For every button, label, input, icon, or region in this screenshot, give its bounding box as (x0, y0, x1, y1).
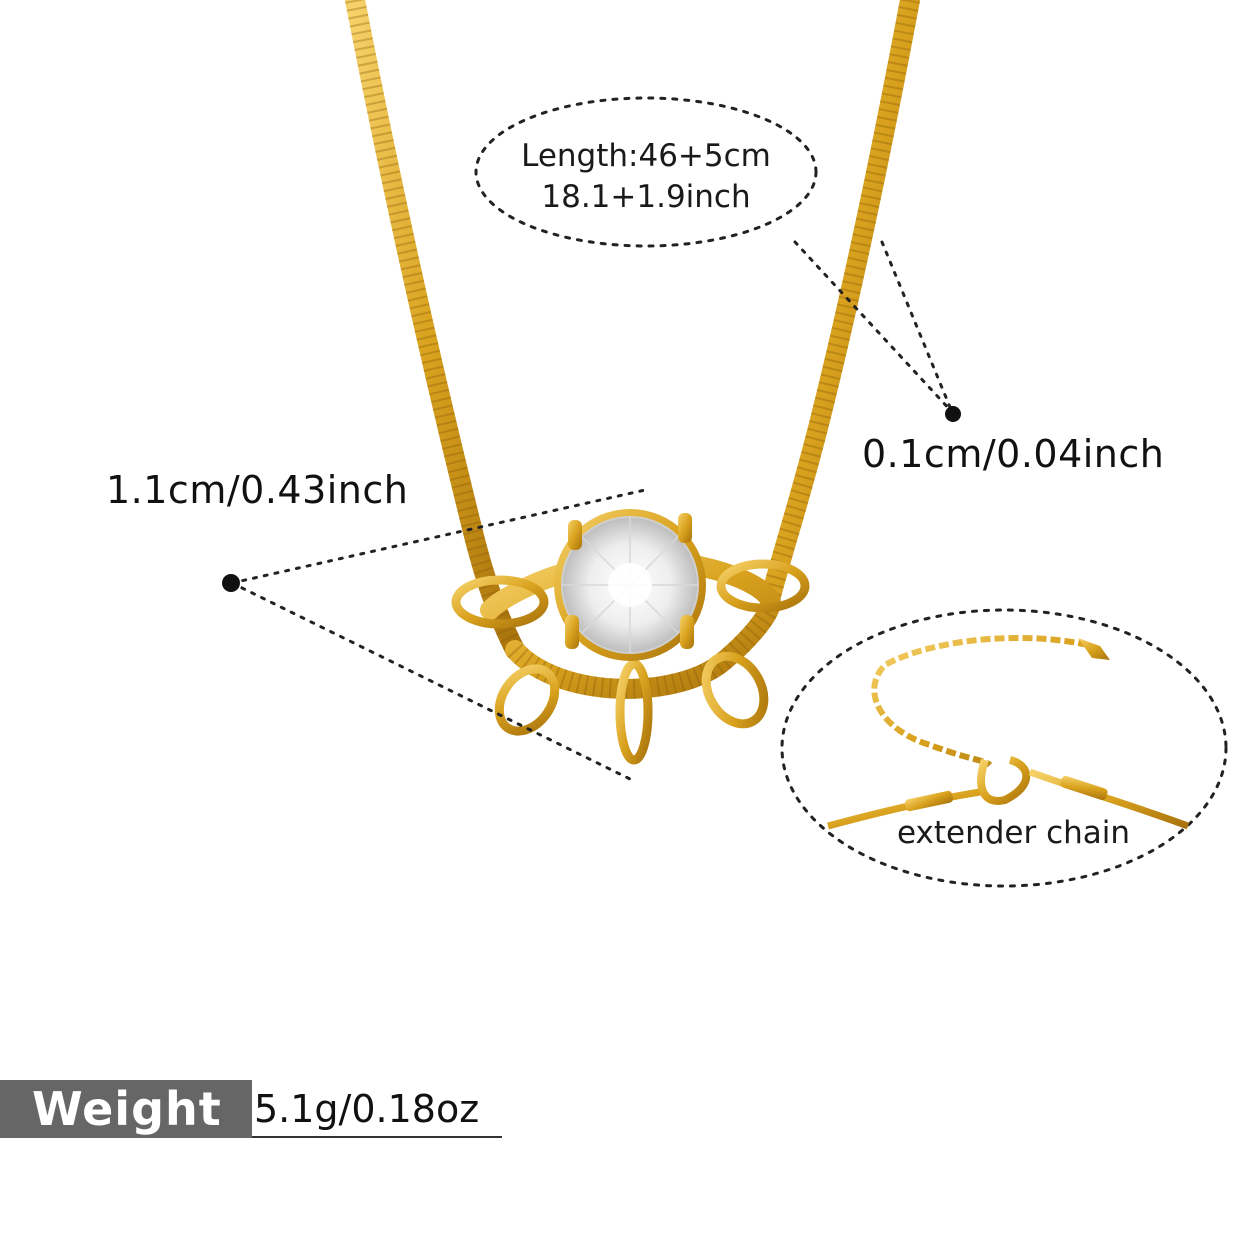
pendant-dot (222, 574, 240, 592)
gem-setting (554, 509, 706, 661)
thickness-dot (945, 406, 961, 422)
length-label: Length:46+5cm 18.1+1.9inch (478, 136, 814, 218)
chain-thickness-label: 0.1cm/0.04inch (862, 432, 1165, 476)
pendant-rings (451, 559, 810, 765)
extender-chain (827, 634, 1190, 830)
weight-title-box (0, 1080, 252, 1138)
extender-callout (780, 608, 1228, 888)
pendant-pointer (230, 488, 647, 782)
chain-left (345, 0, 525, 660)
length-callout (474, 96, 818, 248)
length-metric: Length:46+5cm (521, 138, 771, 174)
thickness-pointer (793, 240, 954, 414)
weight-title: Weight (32, 1082, 222, 1136)
weight-value: 5.1g/0.18oz (254, 1087, 480, 1131)
weight-underline (252, 1136, 502, 1138)
chain-right (760, 0, 920, 610)
pendant-size-label: 1.1cm/0.43inch (106, 468, 409, 512)
extender-chain-label: extender chain (897, 815, 1131, 851)
length-imperial: 18.1+1.9inch (541, 179, 751, 215)
